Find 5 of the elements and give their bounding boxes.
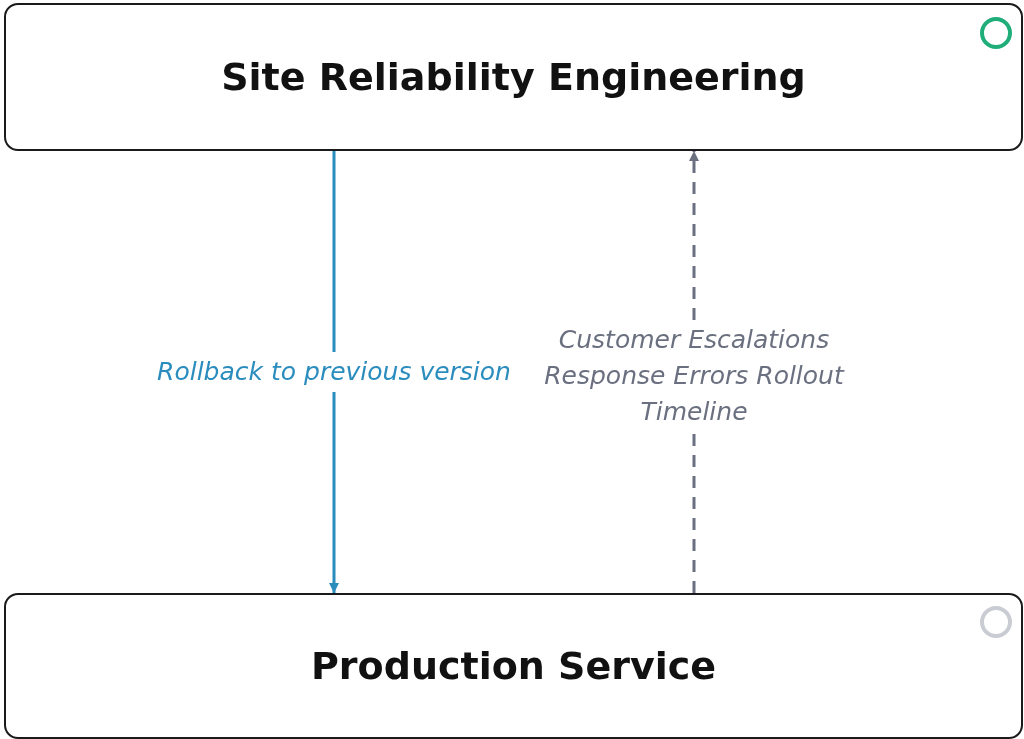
- process-box: [4, 3, 1023, 151]
- process-box: [4, 593, 1023, 739]
- box-title: Production Service: [311, 644, 716, 688]
- box-title: Site Reliability Engineering: [221, 55, 806, 99]
- arrow: [329, 151, 339, 593]
